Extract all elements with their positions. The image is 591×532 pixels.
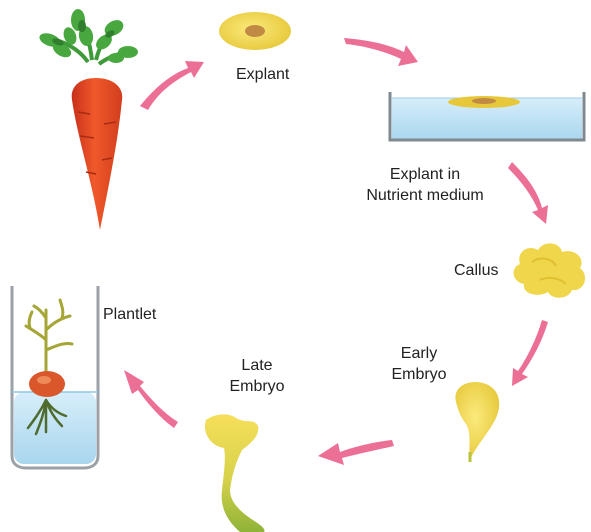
label-explant-in-medium: Explant in Nutrient medium — [350, 164, 500, 206]
cycle-arrow-icon — [140, 61, 204, 110]
cycle-arrow-icon — [124, 370, 178, 428]
label-late-embryo-line2: Embryo — [222, 376, 292, 397]
label-early-embryo-line2: Embryo — [384, 364, 454, 385]
label-explant-in-medium-line1: Explant in — [350, 164, 500, 185]
cycle-arrow-icon — [508, 162, 548, 224]
early-embryo-icon — [455, 382, 499, 462]
label-plantlet: Plantlet — [103, 304, 156, 325]
callus-icon — [514, 243, 585, 297]
label-callus: Callus — [454, 260, 498, 281]
cycle-arrow-icon — [512, 320, 548, 386]
cycle-arrow-icon — [318, 440, 394, 465]
test-tube-plantlet-icon — [12, 286, 98, 468]
explant-disc-icon — [219, 12, 291, 50]
label-late-embryo: Late Embryo — [222, 355, 292, 397]
label-explant: Explant — [236, 64, 289, 85]
late-embryo-icon — [205, 414, 265, 532]
petri-dish-icon — [390, 92, 584, 140]
label-early-embryo-line1: Early — [384, 343, 454, 364]
cycle-arrow-icon — [344, 38, 418, 66]
label-early-embryo: Early Embryo — [384, 343, 454, 385]
carrot-icon — [38, 9, 138, 230]
label-late-embryo-line1: Late — [222, 355, 292, 376]
label-explant-in-medium-line2: Nutrient medium — [350, 185, 500, 206]
